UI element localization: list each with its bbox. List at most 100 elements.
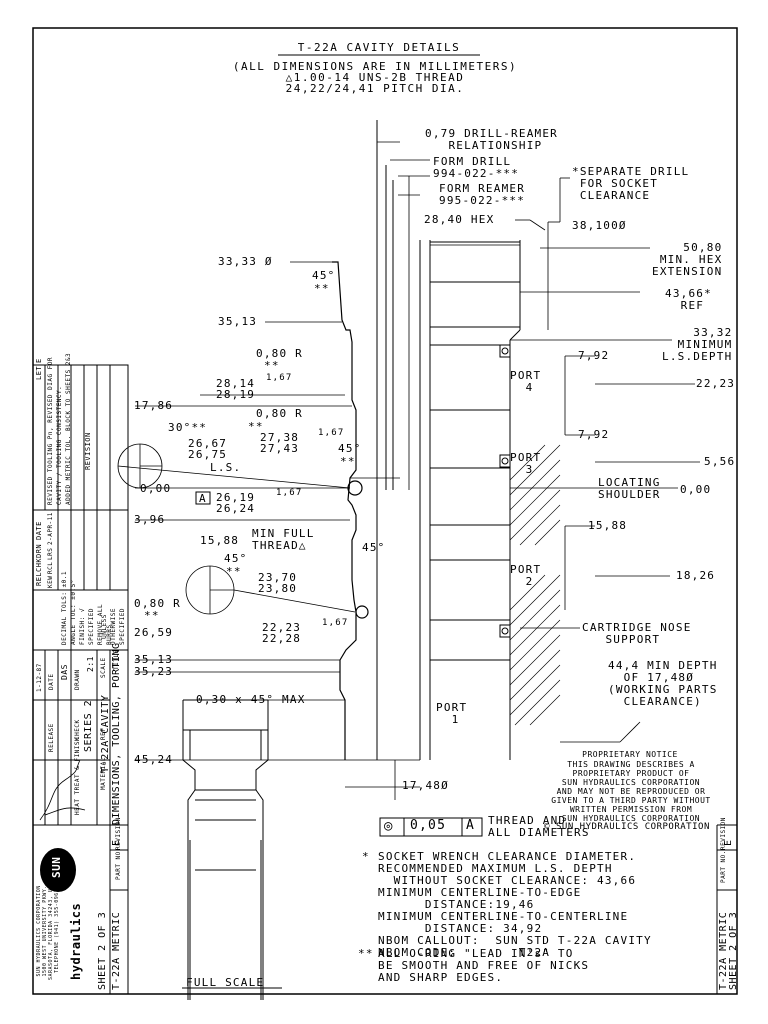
tolerance-symbol: ◎ xyxy=(384,818,394,834)
d1748: 17,48Ø xyxy=(402,779,449,792)
tb-drn-val: LRS xyxy=(47,547,54,560)
tb-let: LET xyxy=(35,365,43,380)
drill-reamer-callout: 0,79 DRILL-REAMER RELATIONSHIP xyxy=(425,127,558,152)
tb-right-rev-val: E xyxy=(723,839,734,846)
proprietary-body: THIS DRAWING DESCRIBES A PROPRIETARY PRO… xyxy=(551,760,711,823)
d2228: 22,28 xyxy=(262,632,302,645)
a30: 30°** xyxy=(168,421,208,434)
d2814: 28,14 xyxy=(216,377,256,390)
tolerance-value: 0,05 xyxy=(410,818,447,833)
r080b: 0,80 R xyxy=(256,407,303,420)
port3: PORT 3 xyxy=(510,451,542,476)
tb-sheet-val: SHEET 2 OF 3 xyxy=(97,911,108,990)
tb-right-part-val: T-22A METRIC xyxy=(718,911,729,990)
extension-lines xyxy=(135,141,700,800)
hex-callout: 28,40 HEX xyxy=(424,213,495,226)
form-reamer-callout: FORM REAMER 995-022-*** xyxy=(439,182,526,207)
cartridge-nose: CARTRIDGE NOSE SUPPORT xyxy=(582,621,692,646)
d2619: 26,19 xyxy=(216,491,256,504)
logo-sun: SUN xyxy=(50,856,63,878)
proprietary-title: PROPRIETARY NOTICE xyxy=(582,750,678,759)
tb-tols: DECIMAL TOLS: ±0.1 ANGLE TOL: ±0.5° FINI… xyxy=(61,570,113,645)
d1588r: 15,88 xyxy=(588,519,628,532)
units-note: (ALL DIMENSIONS ARE IN MILLIMETERS) xyxy=(232,60,518,73)
d4524: 45,24 xyxy=(134,753,174,766)
d556: 5,56 xyxy=(704,455,736,468)
hatch-areas xyxy=(509,444,561,726)
d2223b: 22,23 xyxy=(262,621,302,634)
stars-b: ** xyxy=(264,359,280,372)
d000r: 0,00 xyxy=(680,483,712,496)
a45a: 45° xyxy=(312,269,336,282)
tb-drawn: DRAWN xyxy=(74,669,81,690)
datum-a: A xyxy=(199,492,207,505)
tb-chk: CHK xyxy=(35,557,43,572)
port2: PORT 2 xyxy=(510,563,542,588)
d1786: 17,86 xyxy=(134,399,174,412)
d2380: 23,80 xyxy=(258,582,298,595)
a45d: 45° xyxy=(224,552,248,565)
cavity-profile xyxy=(332,261,369,760)
s167a: 1,67 xyxy=(266,373,293,383)
tolerance-datum: A xyxy=(466,818,476,833)
tb-date2: DATE xyxy=(48,673,55,690)
stars-c: ** xyxy=(248,420,264,433)
tb-ref-val: SERIES 2 xyxy=(83,699,94,752)
d3333: 33,33 Ø xyxy=(218,255,273,268)
d1588l: 15,88 xyxy=(200,534,240,547)
port1: PORT 1 xyxy=(436,701,468,726)
heat-treat-scribble xyxy=(39,759,86,821)
datum-box xyxy=(195,491,211,505)
d5080: 50,80 MIN. HEX EXTENSION xyxy=(652,241,723,278)
stars-e: ** xyxy=(226,565,242,578)
min-full-thread: MIN FULL THREAD△ xyxy=(252,527,315,552)
note-2: ALL O-RING "LEAD IN's" TO BE SMOOTH AND … xyxy=(378,947,590,984)
tb-rel-val: KEW xyxy=(47,575,54,588)
note-1: SOCKET WRENCH CLEARANCE DIAMETER. RECOMM… xyxy=(378,850,652,959)
logo-hydraulics: hydraulics xyxy=(69,902,83,980)
d3513a: 35,13 xyxy=(218,315,258,328)
sun-logo xyxy=(40,848,76,892)
tb-right-part: PART NO. xyxy=(720,850,727,883)
d3523: 35,23 xyxy=(134,665,174,678)
d2370: 23,70 xyxy=(258,571,298,584)
tb-revision-val: E xyxy=(111,839,122,846)
tb-drn: DRN xyxy=(35,543,43,558)
thread-spec: △1.00-14 UNS-2B THREAD xyxy=(285,71,465,84)
d3513b: 35,13 xyxy=(134,653,174,666)
tb-partno-val: T-22A METRIC xyxy=(111,911,122,990)
tolerance-text: THREAD AND ALL DIAMETERS xyxy=(488,814,590,839)
d3332: 33,32 MINIMUM L.S.DEPTH xyxy=(662,326,733,363)
copyright: © SUN HYDRAULICS CORPORATION xyxy=(544,822,710,832)
chamfer: 0,30 x 45° MAX xyxy=(196,693,306,706)
pitch-dia: 24,22/24,41 PITCH DIA. xyxy=(285,82,465,95)
hex-head-view xyxy=(182,699,269,1000)
tb-material: MATERIAL xyxy=(100,757,107,790)
full-scale-label: FULL SCALE xyxy=(186,976,265,989)
tb-date2-val: 1-12-87 xyxy=(36,663,43,692)
tb-revision: REVISION xyxy=(84,432,92,470)
d2819: 28,19 xyxy=(216,388,256,401)
ls-label: L.S. xyxy=(210,461,242,474)
note-star-1: * xyxy=(362,850,370,863)
tb-title-val: T-22A CAVITY DIMENSIONS, TOOLING, PORTIN… xyxy=(100,642,122,825)
r080c: 0,80 R xyxy=(134,597,181,610)
tb-rev-e: E xyxy=(35,358,43,363)
d000l: 0,00 xyxy=(140,482,172,495)
d2659: 26,59 xyxy=(134,626,174,639)
s167d: 1,67 xyxy=(322,618,349,628)
drawing-title: T-22A CAVITY DETAILS xyxy=(297,41,461,54)
d4366: 43,66* REF xyxy=(665,287,712,312)
tb-heat: HEAT TREAT & FINISH xyxy=(74,736,81,815)
d792a: 7,92 xyxy=(578,349,610,362)
a45b: 45° xyxy=(338,442,362,455)
stars-a: ** xyxy=(314,282,330,295)
d2624: 26,24 xyxy=(216,502,256,515)
tb-release: RELEASE xyxy=(48,723,55,752)
d444: 44,4 MIN DEPTH OF 17,48Ø (WORKING PARTS … xyxy=(608,659,718,708)
tb-date: DATE xyxy=(35,521,43,540)
tb-address: SUN HYDRAULICS CORPORATION 1500 WEST UNI… xyxy=(36,881,60,980)
tb-right-sheet: SHEET 2 OF 3 xyxy=(728,911,739,990)
